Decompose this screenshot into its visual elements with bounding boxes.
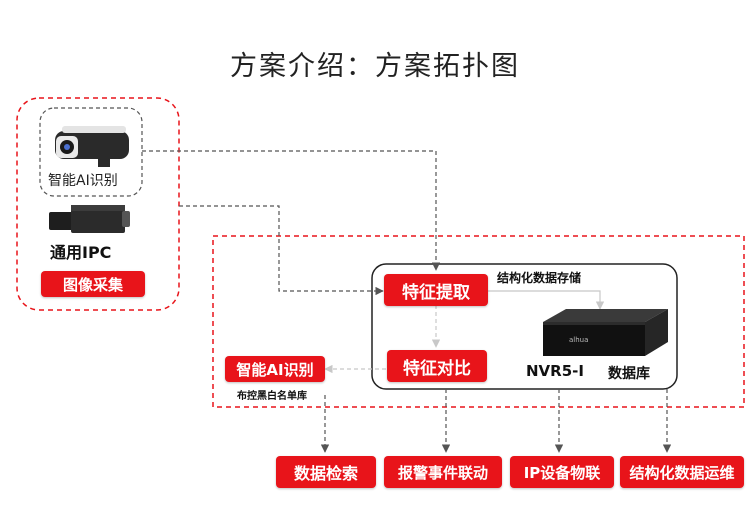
processing-region — [212, 235, 745, 408]
storage-link — [488, 290, 605, 310]
ipc-box-camera-icon — [49, 205, 130, 233]
ipc-label: 通用IPC — [50, 243, 112, 262]
page-title: 方案介绍：方案拓扑图 — [230, 51, 520, 82]
blacklist-label: 布控黑白名单库 — [237, 391, 307, 402]
output-ip-iot-button[interactable]: IP设备物联 — [510, 456, 614, 488]
feature-compare-button[interactable]: 特征对比 — [387, 350, 487, 382]
ai-bullet-camera-icon — [55, 126, 129, 167]
ai-camera-link — [142, 150, 441, 271]
ai-recognition-button[interactable]: 智能AI识别 — [225, 356, 325, 382]
ipc-camera-link — [179, 205, 384, 296]
output-data-ops-button[interactable]: 结构化数据运维 — [620, 456, 744, 488]
image-capture-button[interactable]: 图像采集 — [41, 271, 145, 297]
capture-region — [16, 97, 180, 311]
output-alarm-linkage-button[interactable]: 报警事件联动 — [384, 456, 502, 488]
ai-camera-label: 智能AI识别 — [48, 173, 118, 189]
ai-camera-region — [39, 107, 143, 197]
output-data-search-button[interactable]: 数据检索 — [276, 456, 376, 488]
feature-extract-button[interactable]: 特征提取 — [384, 274, 488, 306]
nvr-device-icon — [543, 309, 668, 356]
structured-storage-label: 结构化数据存储 — [497, 271, 582, 285]
nvr-brand-mark: alhua — [569, 336, 589, 344]
nvr-model-label: NVR5-I — [526, 362, 584, 380]
database-label: 数据库 — [608, 366, 650, 382]
